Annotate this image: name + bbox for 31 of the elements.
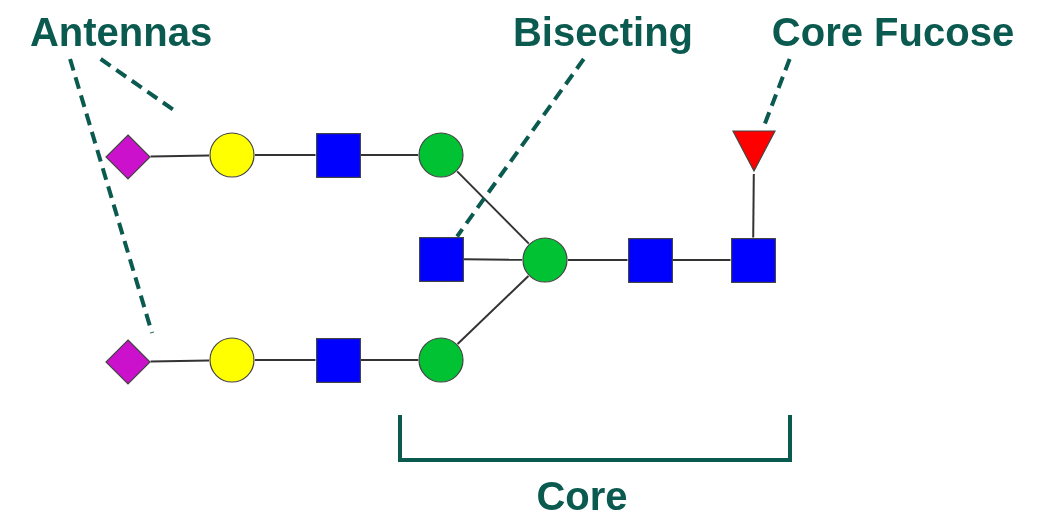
linkage-line [456, 170, 530, 245]
callout-label: Core Fucose [771, 9, 1015, 56]
circle-symbol [418, 132, 464, 178]
square-symbol [627, 237, 673, 283]
leader-line [68, 58, 154, 334]
square-symbol [730, 237, 776, 283]
linkage-line [359, 359, 419, 361]
diamond-symbol [105, 134, 151, 180]
linkage-line [671, 259, 732, 261]
linkage-line [254, 359, 317, 361]
linkage-line [462, 258, 523, 261]
bracket-label: Core [535, 473, 629, 520]
callout-label: Bisecting [512, 9, 693, 56]
circle-symbol [209, 132, 255, 178]
linkage-line [752, 173, 755, 239]
linkage-line [254, 154, 317, 156]
callout-label: Antennas [29, 9, 213, 56]
circle-symbol [522, 237, 568, 283]
linkage-line [359, 154, 419, 156]
linkage-line [567, 259, 629, 261]
triangle-symbol [731, 130, 777, 174]
square-symbol [315, 132, 361, 178]
square-symbol [418, 236, 464, 282]
linkage-line [456, 274, 530, 346]
circle-symbol [418, 337, 464, 383]
square-symbol [315, 337, 361, 383]
diamond-symbol [105, 339, 151, 385]
leader-line [455, 57, 586, 238]
circle-symbol [209, 337, 255, 383]
linkage-line [149, 154, 210, 158]
linkage-line [149, 359, 210, 363]
